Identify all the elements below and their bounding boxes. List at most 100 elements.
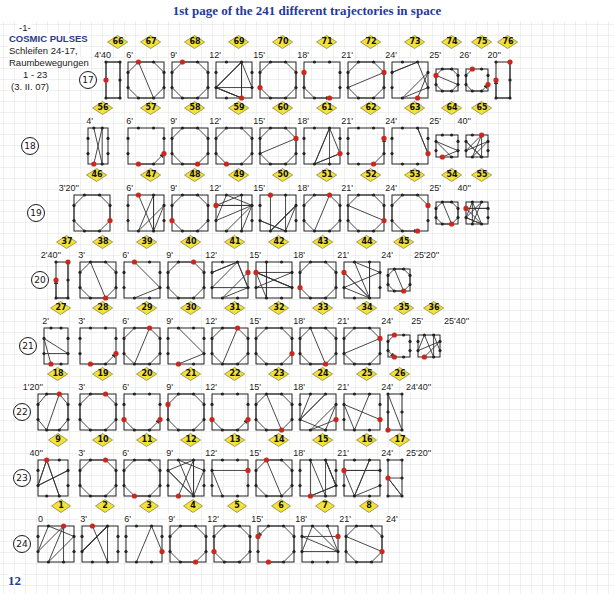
square-outline bbox=[44, 328, 68, 364]
speaker-position bbox=[59, 326, 62, 329]
diamond-outline bbox=[472, 169, 492, 182]
time-marker: 18' bbox=[294, 514, 308, 524]
square-outline bbox=[392, 195, 428, 231]
trajectory-line bbox=[38, 460, 68, 496]
speaker-position bbox=[353, 458, 356, 461]
trajectory-number-diamond: 38 bbox=[92, 235, 113, 249]
speaker-position bbox=[386, 283, 389, 286]
speaker-position bbox=[372, 193, 375, 196]
speaker-position bbox=[290, 337, 293, 340]
square-outline bbox=[304, 195, 340, 231]
trajectory-number: 53 bbox=[404, 170, 425, 180]
speaker-position bbox=[284, 60, 287, 63]
speaker-position bbox=[148, 494, 151, 497]
time-marker: 12' bbox=[208, 183, 222, 193]
speaker-position bbox=[386, 340, 389, 343]
diamond-outline bbox=[229, 36, 249, 49]
time-marker: 9' bbox=[165, 250, 174, 260]
speaker-position bbox=[432, 333, 435, 336]
trajectory-square bbox=[166, 458, 205, 498]
speaker-position bbox=[480, 200, 483, 203]
trajectory-line bbox=[256, 262, 292, 298]
speaker-position bbox=[36, 550, 39, 553]
trajectory-number-diamond: 52 bbox=[360, 168, 381, 182]
speaker-position bbox=[386, 274, 389, 277]
speaker-position bbox=[177, 260, 180, 263]
time-marker: 24' bbox=[380, 382, 394, 392]
trajectory-number: 33 bbox=[312, 303, 333, 313]
diamond-outline bbox=[48, 368, 68, 381]
trajectory-square bbox=[86, 126, 109, 166]
diamond-outline bbox=[93, 368, 113, 381]
diamond-outline bbox=[185, 36, 205, 49]
speaker-position bbox=[192, 494, 195, 497]
speaker-position bbox=[168, 535, 171, 538]
speaker-position bbox=[214, 71, 217, 74]
speaker-position bbox=[246, 403, 249, 406]
speaker-position bbox=[426, 71, 429, 74]
speaker-position bbox=[250, 137, 253, 140]
time-marker: 6' bbox=[125, 50, 134, 60]
speaker-position bbox=[450, 89, 453, 92]
speaker-position-red bbox=[211, 549, 216, 554]
speaker-position bbox=[300, 535, 303, 538]
speaker-position bbox=[401, 229, 404, 232]
trajectory-line bbox=[310, 328, 325, 364]
speaker-position bbox=[250, 152, 253, 155]
speaker-position bbox=[78, 418, 81, 421]
trajectory-line bbox=[266, 460, 281, 496]
trajectory-square bbox=[302, 192, 341, 232]
square-outline bbox=[80, 460, 116, 496]
time-marker: 26' bbox=[458, 50, 472, 60]
speaker-position bbox=[54, 260, 57, 263]
speaker-position bbox=[342, 403, 345, 406]
speaker-position-red bbox=[132, 259, 137, 264]
speaker-position bbox=[59, 362, 62, 365]
time-marker: 25' bbox=[428, 116, 442, 126]
diamond-outline bbox=[442, 102, 462, 115]
speaker-position bbox=[401, 126, 404, 129]
trajectory-number: 38 bbox=[92, 237, 113, 247]
speaker-position bbox=[152, 162, 155, 165]
speaker-position-red bbox=[341, 468, 346, 473]
trajectory-square bbox=[297, 260, 337, 299]
speaker-position bbox=[122, 352, 125, 355]
trajectory-number-diamond: 76 bbox=[497, 35, 518, 49]
trajectory-number: 46 bbox=[86, 170, 107, 180]
trajectory-number-diamond: 69 bbox=[228, 35, 249, 49]
grid-lines bbox=[0, 21, 614, 594]
speaker-position bbox=[116, 535, 119, 538]
trajectory-number: 26 bbox=[389, 369, 410, 379]
speaker-position-red bbox=[245, 468, 250, 473]
trajectory-square bbox=[463, 200, 489, 225]
diamond-outline bbox=[269, 368, 289, 381]
speaker-position bbox=[78, 337, 81, 340]
speaker-position bbox=[221, 296, 224, 299]
speaker-position bbox=[416, 349, 419, 352]
square-outline bbox=[392, 128, 428, 164]
speaker-position bbox=[357, 96, 360, 99]
speaker-position bbox=[170, 204, 173, 207]
speaker-position bbox=[196, 193, 199, 196]
square-outline bbox=[126, 526, 162, 562]
time-marker: 24' bbox=[380, 250, 394, 260]
trajectory-number: 1 bbox=[51, 501, 71, 511]
speaker-position bbox=[471, 89, 474, 92]
speaker-position bbox=[78, 403, 81, 406]
trajectory-line bbox=[300, 394, 336, 430]
speaker-position bbox=[124, 535, 127, 538]
square-outline bbox=[214, 526, 250, 562]
speaker-position bbox=[66, 469, 69, 472]
trajectory-square bbox=[346, 126, 386, 166]
speaker-position bbox=[254, 484, 257, 487]
speaker-position bbox=[368, 392, 371, 395]
speaker-position bbox=[298, 418, 301, 421]
time-marker: 9' bbox=[165, 382, 174, 392]
trajectory-line bbox=[212, 262, 248, 298]
speaker-position bbox=[166, 337, 169, 340]
trajectory-square bbox=[214, 126, 253, 166]
speaker-position bbox=[206, 204, 209, 207]
diamond-outline bbox=[141, 36, 161, 49]
trajectory-number-diamond: 41 bbox=[224, 235, 245, 249]
speaker-position bbox=[486, 74, 489, 77]
